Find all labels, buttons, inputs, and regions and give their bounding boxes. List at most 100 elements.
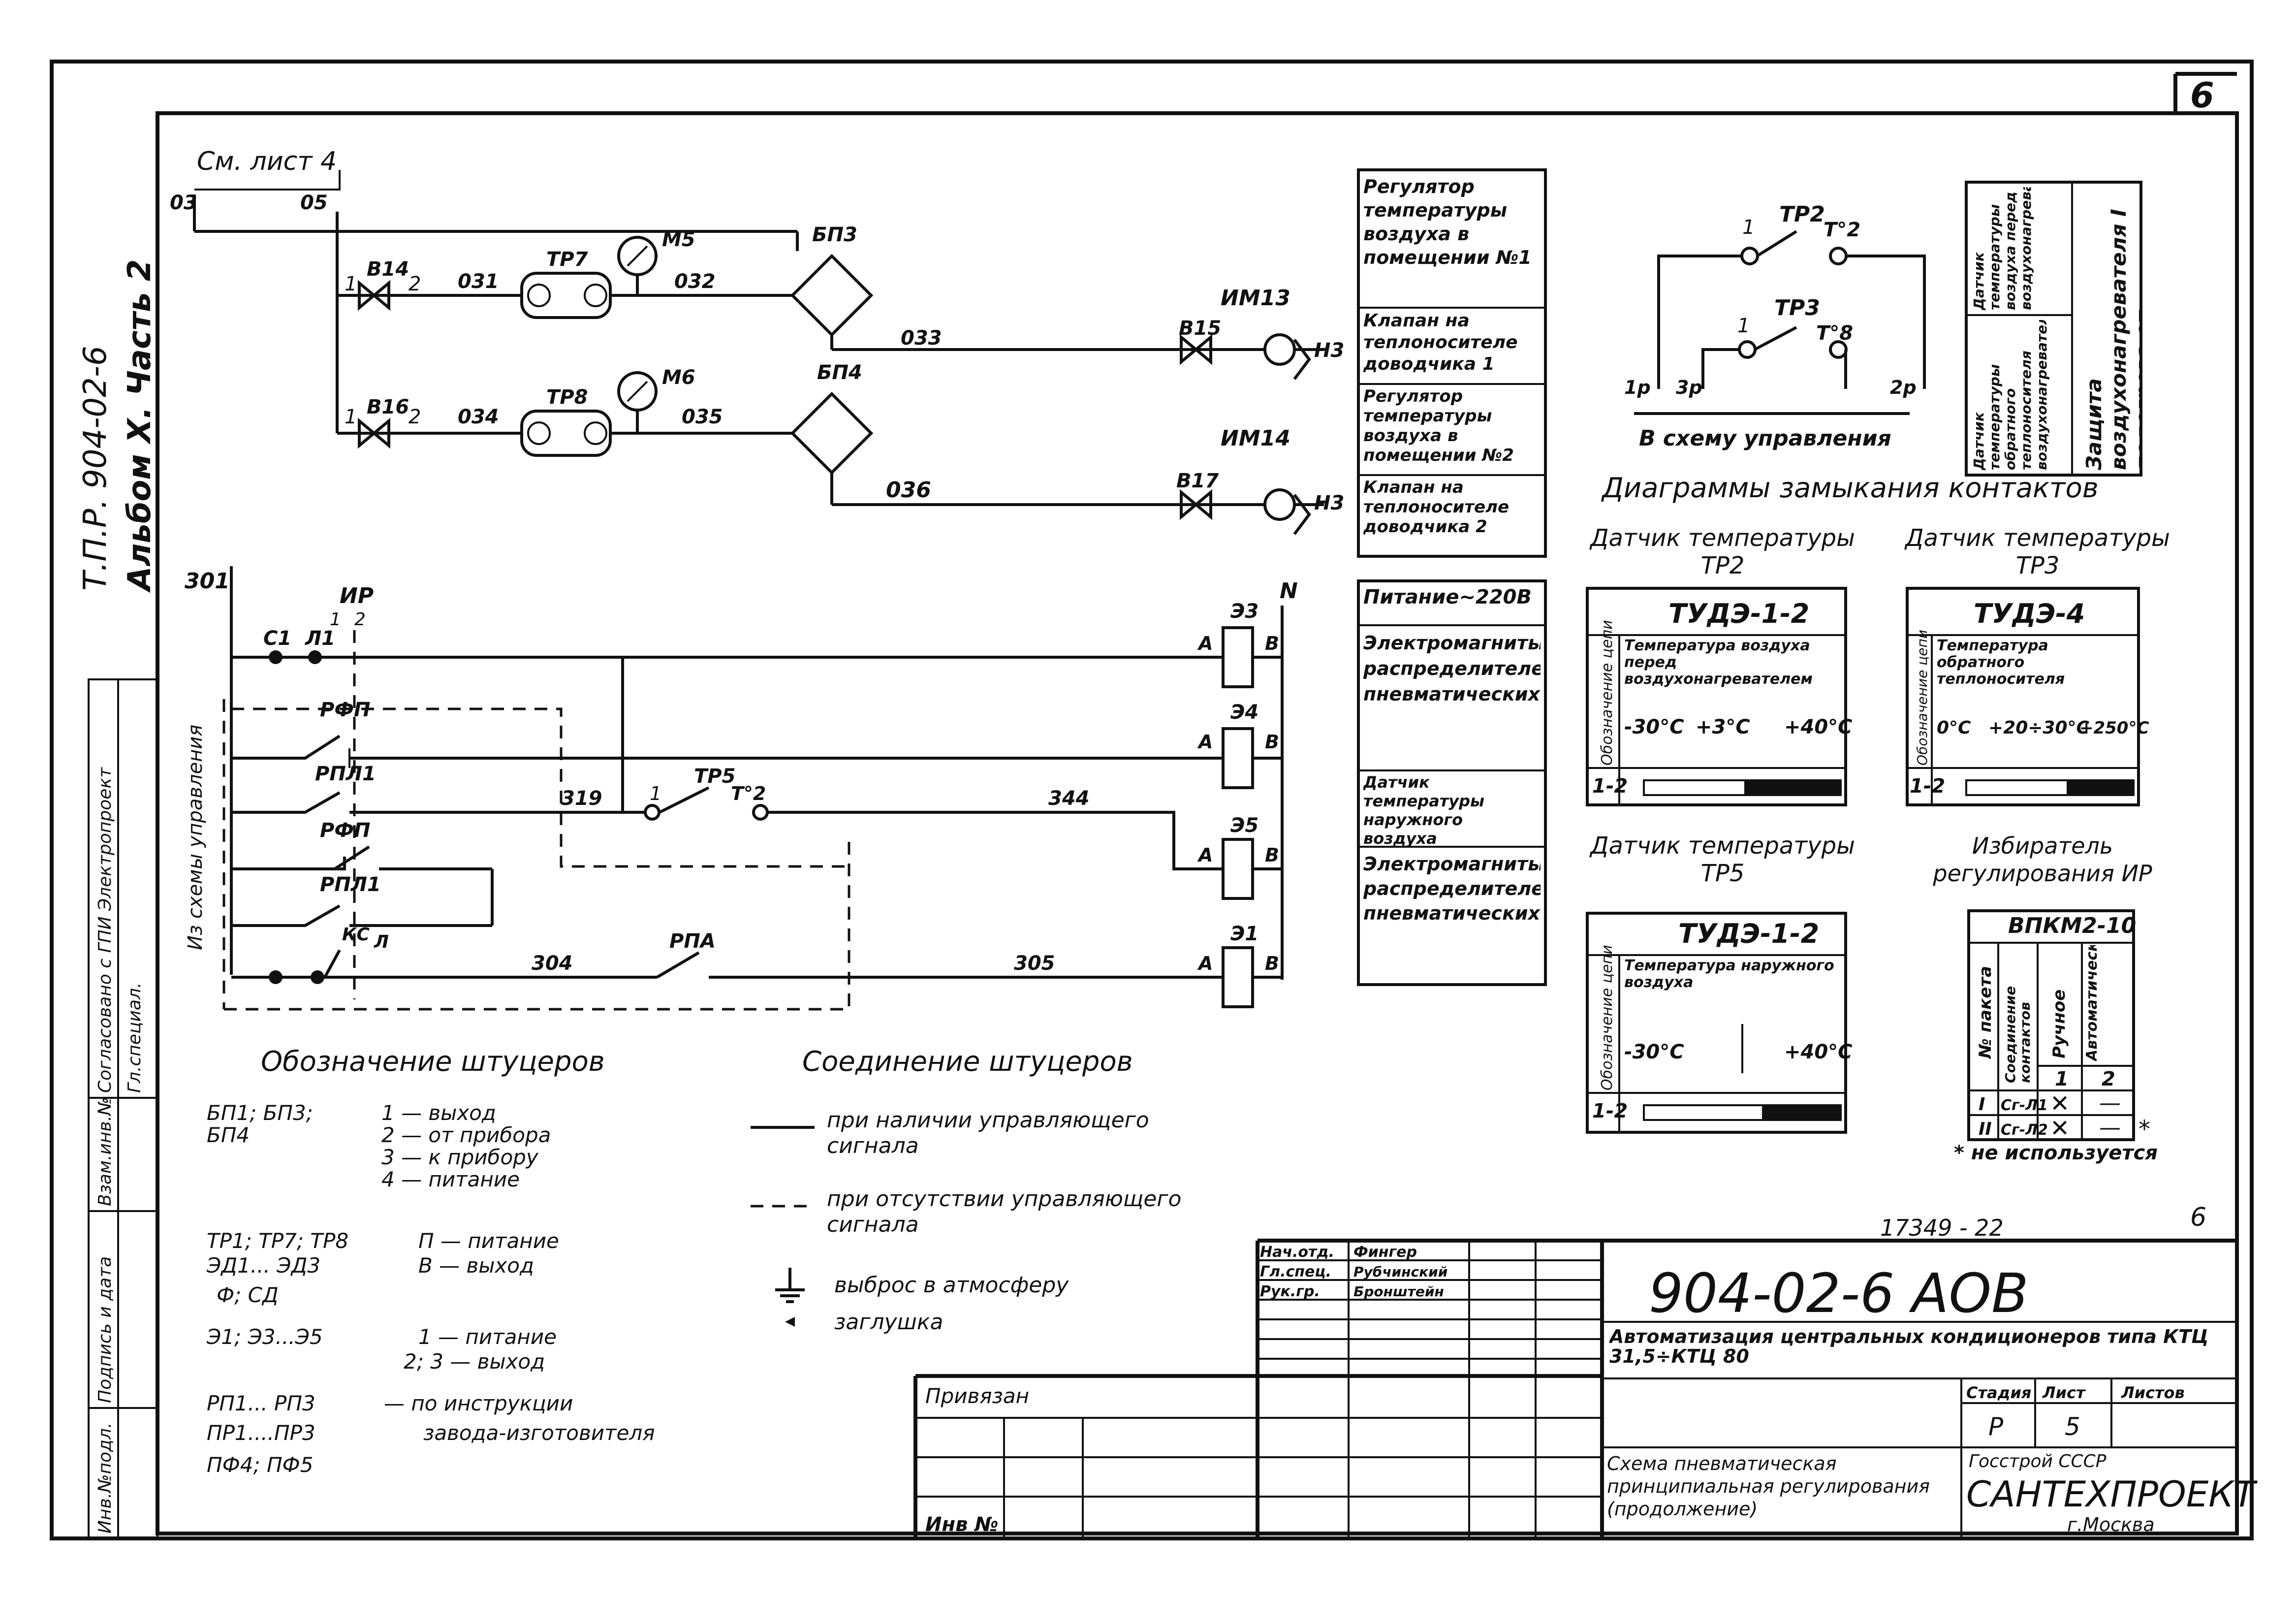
svg-text:305: 305 bbox=[1014, 952, 1055, 975]
svg-text:Согласовано с ГПИ Электропроек: Согласовано с ГПИ Электропроект bbox=[95, 767, 115, 1093]
svg-text:Рубчинский: Рубчинский bbox=[1353, 1264, 1447, 1280]
electric-scheme: 301 N Из схемы управления С1 Л1 ИР 1 2 Э… bbox=[184, 566, 1298, 1011]
svg-text:4 — питание: 4 — питание bbox=[381, 1167, 520, 1191]
svg-text:1р: 1р bbox=[1624, 377, 1651, 398]
svg-text:ТР3: ТР3 bbox=[1774, 295, 1820, 320]
svg-text:3р: 3р bbox=[1676, 377, 1702, 398]
svg-text:ТУДЭ-1-2: ТУДЭ-1-2 bbox=[1668, 598, 1809, 629]
svg-text:+40°С: +40°С bbox=[1784, 716, 1853, 738]
svg-text:№ пакета: № пакета bbox=[1976, 966, 1995, 1059]
svg-text:1: 1 bbox=[1742, 216, 1755, 239]
svg-text:Ручное: Ручное bbox=[2049, 990, 2069, 1058]
svg-text:БП1; БП3;: БП1; БП3; bbox=[207, 1101, 313, 1125]
svg-text:1-2: 1-2 bbox=[1592, 775, 1628, 798]
block-bp4 bbox=[790, 391, 874, 475]
svg-text:2; 3 — выход: 2; 3 — выход bbox=[404, 1349, 545, 1374]
svg-text:Взам.инв.№: Взам.инв.№ bbox=[95, 1097, 115, 1206]
doc-code: 904-02-6 АОВ bbox=[1649, 1262, 2029, 1325]
svg-text:Т°2: Т°2 bbox=[731, 783, 766, 804]
album-code: Т.П.Р. 904-02-6 bbox=[77, 346, 114, 591]
svg-text:1 — выход: 1 — выход bbox=[381, 1101, 496, 1125]
connections-legend: при наличии управляющего сигнала при отс… bbox=[751, 1108, 1181, 1335]
pneumatic-row-1: 1 В14 2 031 ТР7 М5 032 БП3 033 В15 ИМ13 … bbox=[337, 224, 1344, 380]
svg-text:В: В bbox=[1265, 844, 1279, 866]
tp5-heading: Датчик температуры ТР5 bbox=[1590, 832, 1855, 887]
svg-text:Ф; СД: Ф; СД bbox=[217, 1283, 279, 1307]
svg-text:Сг-Л2: Сг-Л2 bbox=[2001, 1121, 2048, 1139]
svg-text:КС: КС bbox=[342, 925, 370, 945]
svg-text:Р: Р bbox=[1988, 1412, 2004, 1441]
svg-text:5: 5 bbox=[2065, 1412, 2080, 1441]
svg-text:ВПКМ2-10: ВПКМ2-10 bbox=[2008, 913, 2136, 938]
svg-text:РПЛ1: РПЛ1 bbox=[315, 763, 376, 785]
svg-text:Рук.гр.: Рук.гр. bbox=[1260, 1283, 1320, 1300]
svg-text:+20÷30°С: +20÷30°С bbox=[1988, 718, 2090, 738]
svg-text:3 — к прибору: 3 — к прибору bbox=[381, 1145, 539, 1169]
svg-text:—: — bbox=[2099, 1115, 2121, 1140]
svg-text:В15: В15 bbox=[1179, 317, 1221, 340]
svg-text:Гл.спец.: Гл.спец. bbox=[1260, 1263, 1331, 1280]
svg-text:✕: ✕ bbox=[2050, 1115, 2070, 1142]
svg-text:II: II bbox=[1979, 1119, 1992, 1139]
svg-text:✕: ✕ bbox=[2050, 1090, 2070, 1118]
svg-text:БП3: БП3 bbox=[812, 224, 857, 246]
svg-text:Л: Л bbox=[374, 932, 389, 952]
svg-text:ИР: ИР bbox=[340, 583, 374, 608]
svg-text:1-2: 1-2 bbox=[1910, 775, 1945, 798]
svg-text:1: 1 bbox=[345, 406, 357, 428]
svg-text:С1: С1 bbox=[263, 627, 291, 650]
svg-text:2: 2 bbox=[354, 609, 366, 630]
connections-title: Соединение штуцеров bbox=[802, 1046, 1133, 1078]
tp5-diagram: ТУДЭ-1-2 Обозначение цепи Температура на… bbox=[1586, 912, 1853, 1134]
svg-text:Э4: Э4 bbox=[1230, 701, 1258, 724]
svg-text:Э1; Э3...Э5: Э1; Э3...Э5 bbox=[206, 1325, 323, 1349]
svg-text:2: 2 bbox=[409, 273, 421, 295]
svg-text:Л1: Л1 bbox=[305, 627, 335, 650]
svg-text:Н3: Н3 bbox=[1314, 339, 1344, 362]
svg-text:I: I bbox=[1979, 1094, 1985, 1115]
svg-text:Н3: Н3 bbox=[1314, 492, 1344, 514]
svg-text:1 — питание: 1 — питание bbox=[418, 1325, 557, 1349]
svg-text:Инв №: Инв № bbox=[925, 1513, 998, 1536]
valve-b14-icon bbox=[358, 280, 390, 311]
svg-text:ТР7: ТР7 bbox=[546, 248, 588, 271]
fittings-title: Обозначение штуцеров bbox=[261, 1046, 605, 1078]
svg-text:—: — bbox=[2099, 1090, 2121, 1116]
svg-text:завода-изготовителя: завода-изготовителя bbox=[423, 1421, 655, 1445]
svg-text:ПФ4; ПФ5: ПФ4; ПФ5 bbox=[207, 1453, 313, 1477]
svg-text:А: А bbox=[1197, 633, 1213, 654]
coil-e3 bbox=[1222, 626, 1254, 688]
svg-text:17349 - 22: 17349 - 22 bbox=[1880, 1215, 2004, 1241]
contact-circuit: 1 ТР2 Т°2 1 ТР3 Т°8 1р 3р 2р В схему упр… bbox=[1624, 202, 1926, 451]
svg-text:В: В bbox=[1265, 633, 1279, 654]
svg-text:выброс в атмосферу: выброс в атмосферу bbox=[834, 1273, 1069, 1298]
svg-text:-30°С: -30°С bbox=[1624, 1041, 1684, 1063]
svg-text:1: 1 bbox=[2055, 1068, 2069, 1090]
svg-text:БП4: БП4 bbox=[817, 361, 862, 384]
svg-text:П — питание: П — питание bbox=[418, 1229, 559, 1253]
svg-text:Инв.№подл.: Инв.№подл. bbox=[95, 1423, 115, 1534]
svg-text:В — выход: В — выход bbox=[418, 1253, 534, 1278]
svg-text:Сг-Л1: Сг-Л1 bbox=[2001, 1097, 2048, 1114]
org-name: САНТЕХПРОЕКТ bbox=[1966, 1473, 2258, 1515]
tp3-diagram: ТУДЭ-4 Обозначение цепи Температура обра… bbox=[1906, 587, 2149, 806]
svg-text:ТР1; ТР7; ТР8: ТР1; ТР7; ТР8 bbox=[207, 1229, 348, 1253]
svg-text:Обозначение цепи: Обозначение цепи bbox=[1914, 630, 1930, 766]
outer-frame bbox=[50, 60, 2254, 1540]
coil-e4 bbox=[1222, 727, 1254, 789]
tp3-fill bbox=[2067, 780, 2134, 795]
svg-text:ЭД1... ЭД3: ЭД1... ЭД3 bbox=[206, 1253, 320, 1278]
block-bp3 bbox=[790, 254, 874, 337]
svg-text:*: * bbox=[2139, 1116, 2150, 1143]
svg-text:ТР8: ТР8 bbox=[546, 386, 588, 409]
svg-text:ИМ13: ИМ13 bbox=[1221, 286, 1290, 311]
actuator-im13-icon bbox=[1293, 339, 1324, 380]
side-stamp: Согласовано с ГПИ Электропроект Гл.специ… bbox=[88, 678, 158, 1539]
svg-text:РПА: РПА bbox=[669, 930, 716, 953]
svg-text:Э3: Э3 bbox=[1230, 600, 1258, 623]
svg-text:05: 05 bbox=[300, 192, 328, 214]
svg-text:2 — от прибора: 2 — от прибора bbox=[381, 1123, 551, 1147]
svg-text:0°С: 0°С bbox=[1937, 718, 1971, 738]
